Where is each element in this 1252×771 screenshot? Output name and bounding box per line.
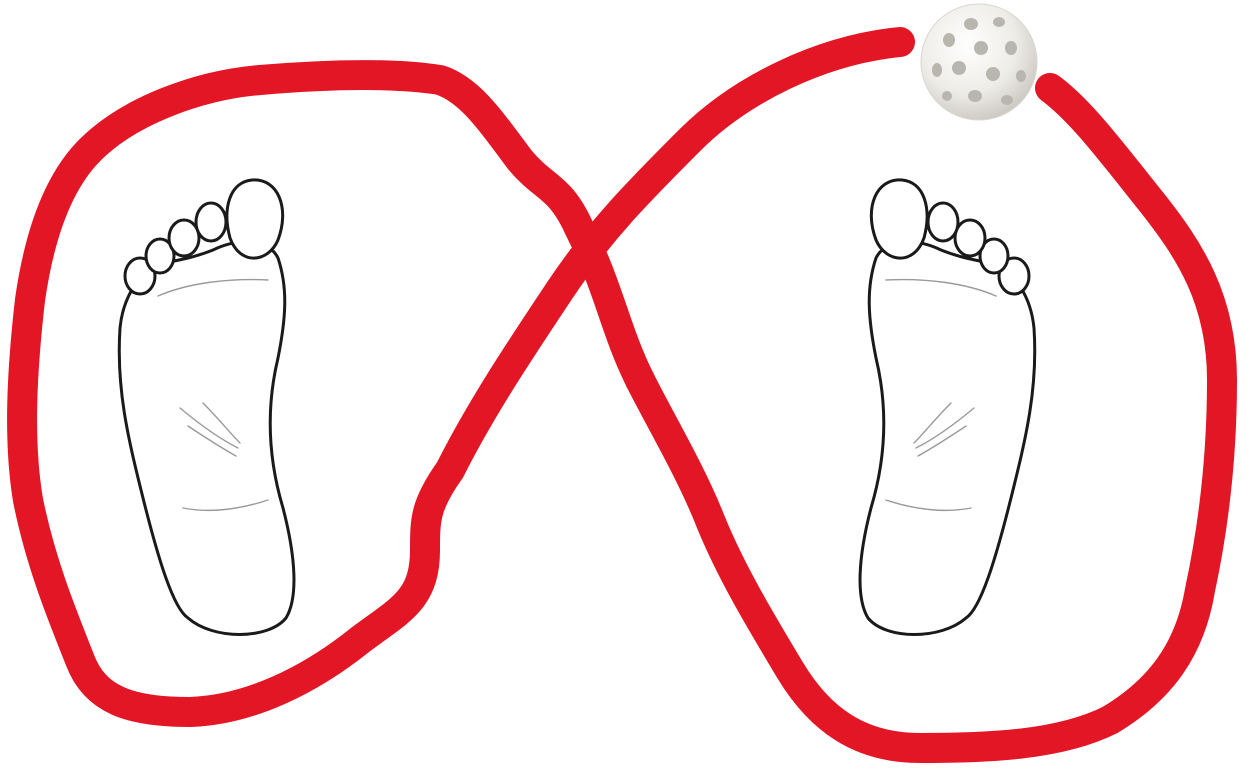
right-foot [860, 180, 1035, 635]
foot-sole-icon [860, 180, 1035, 635]
foot-sole-icon [119, 180, 294, 635]
left-foot [119, 180, 294, 635]
floorball-icon [921, 4, 1037, 120]
floorball [921, 4, 1037, 120]
